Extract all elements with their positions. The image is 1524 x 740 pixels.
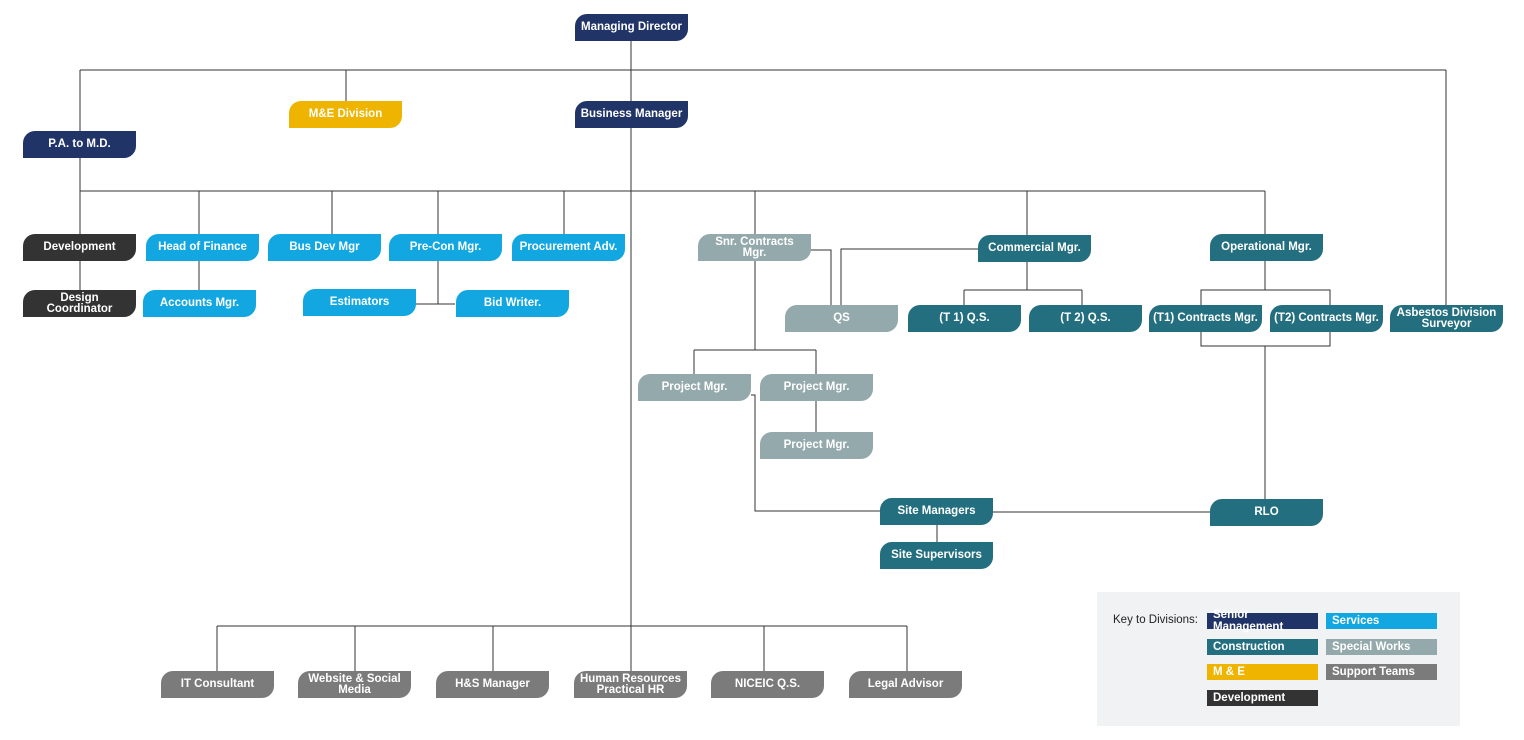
key-support-teams: Support Teams	[1326, 664, 1437, 680]
node-estimators: Estimators	[303, 289, 416, 316]
node-me-division: M&E Division	[289, 101, 402, 128]
node-snr-contracts-mgr: Snr. Contracts Mgr.	[698, 234, 811, 261]
node-t1-qs: (T 1) Q.S.	[908, 305, 1021, 332]
division-key: Key to Divisions: Senior Management Serv…	[1097, 592, 1460, 726]
node-site-supervisors: Site Supervisors	[880, 542, 993, 569]
key-senior-management: Senior Management	[1207, 609, 1318, 633]
node-accounts-mgr: Accounts Mgr.	[143, 290, 256, 317]
node-qs: QS	[785, 305, 898, 332]
node-rlo: RLO	[1210, 499, 1323, 526]
key-development: Development	[1207, 690, 1318, 706]
key-services: Services	[1326, 613, 1437, 629]
key-m-and-e: M & E	[1207, 664, 1318, 680]
node-t2-contracts-mgr: (T2) Contracts Mgr.	[1270, 305, 1383, 332]
node-t2-qs: (T 2) Q.S.	[1029, 305, 1142, 332]
node-project-mgr-2: Project Mgr.	[760, 374, 873, 401]
node-design-coordinator: Design Coordinator	[23, 290, 136, 317]
node-bid-writer: Bid Writer.	[456, 290, 569, 317]
node-development: Development	[23, 234, 136, 261]
node-procurement-adv: Procurement Adv.	[512, 234, 625, 261]
node-project-mgr-3: Project Mgr.	[760, 432, 873, 459]
node-head-of-finance: Head of Finance	[146, 234, 259, 261]
node-it-consultant: IT Consultant	[161, 671, 274, 698]
key-construction: Construction	[1207, 639, 1318, 655]
node-managing-director: Managing Director	[575, 14, 688, 41]
node-project-mgr-1: Project Mgr.	[638, 374, 751, 401]
key-special-works: Special Works	[1326, 639, 1437, 655]
node-t1-contracts-mgr: (T1) Contracts Mgr.	[1149, 305, 1262, 332]
node-pre-con-mgr: Pre-Con Mgr.	[389, 234, 502, 261]
node-legal-advisor: Legal Advisor	[849, 671, 962, 698]
node-niceic-qs: NICEIC Q.S.	[711, 671, 824, 698]
node-hs-manager: H&S Manager	[436, 671, 549, 698]
node-business-manager: Business Manager	[575, 101, 688, 128]
node-commercial-mgr: Commercial Mgr.	[978, 235, 1091, 262]
key-title: Key to Divisions:	[1113, 614, 1199, 626]
node-operational-mgr: Operational Mgr.	[1210, 234, 1323, 261]
node-pa-to-md: P.A. to M.D.	[23, 131, 136, 158]
node-bus-dev-mgr: Bus Dev Mgr	[268, 234, 381, 261]
node-site-managers: Site Managers	[880, 498, 993, 525]
